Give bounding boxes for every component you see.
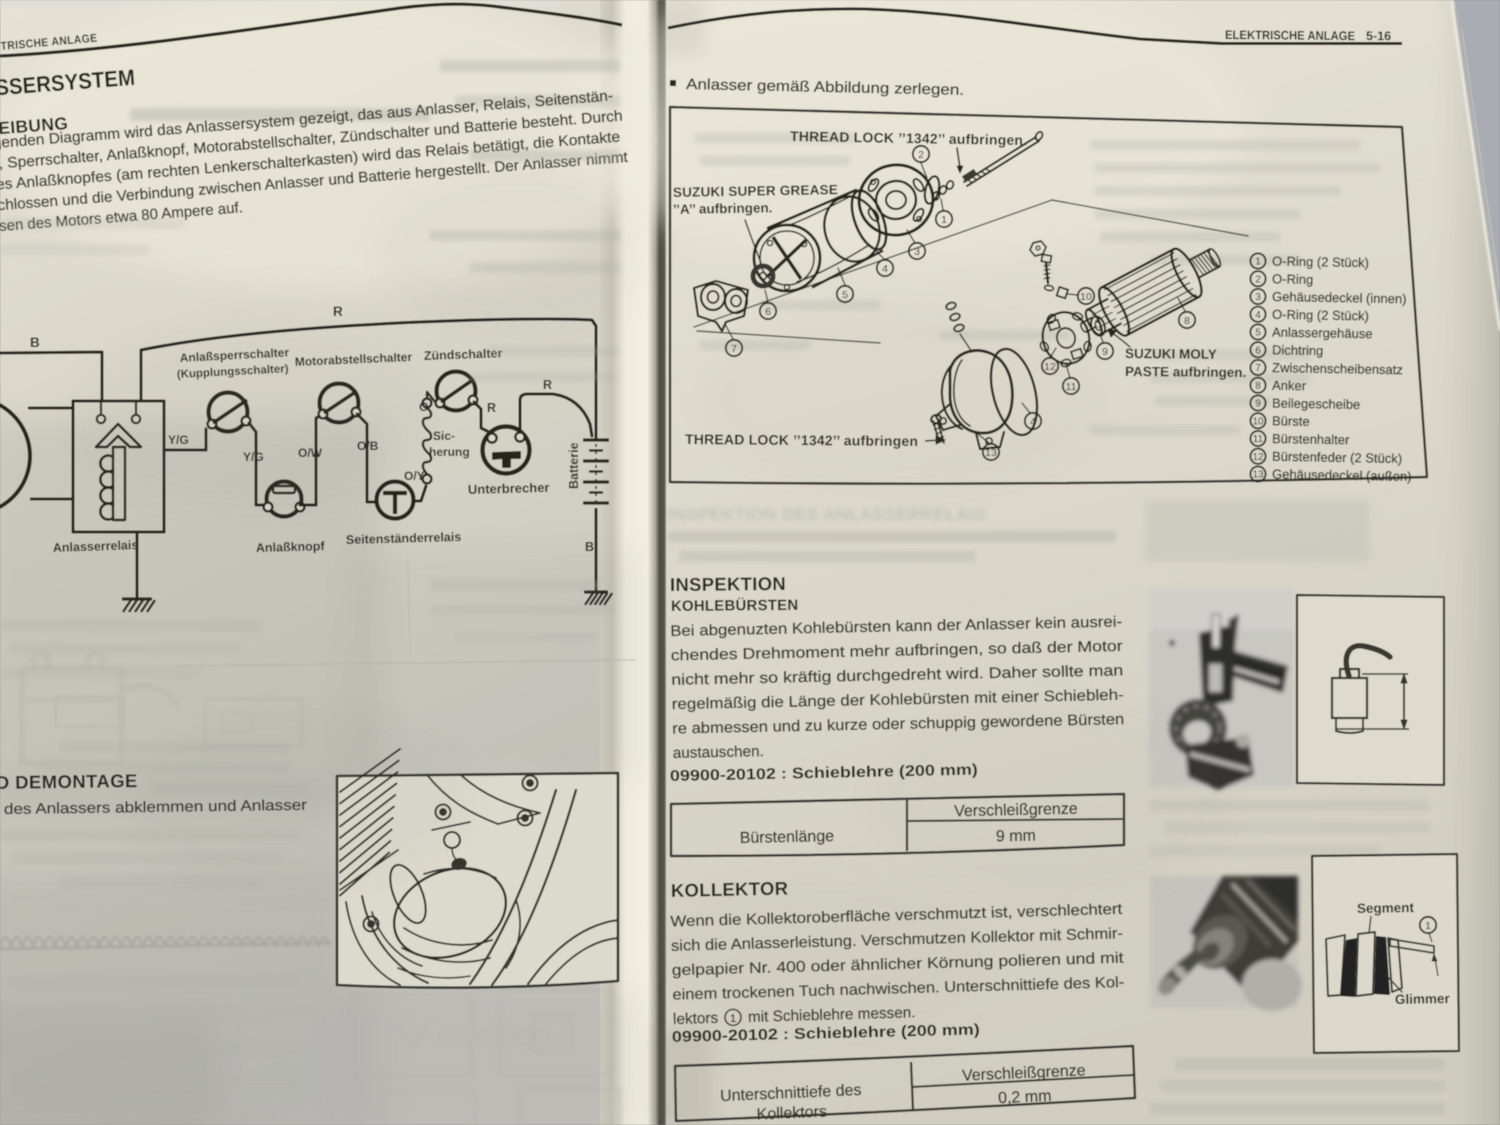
svg-text:PASTE aufbringen.: PASTE aufbringen. <box>1125 364 1246 380</box>
svg-text:1: 1 <box>730 1013 736 1025</box>
svg-text:4: 4 <box>1255 310 1261 321</box>
svg-text:Gehäusedeckel (außen): Gehäusedeckel (außen) <box>1272 467 1412 484</box>
svg-text:9: 9 <box>1102 346 1108 358</box>
svg-text:0,2 mm: 0,2 mm <box>998 1088 1052 1107</box>
svg-text:B: B <box>585 540 594 554</box>
svg-text:Zündschalter: Zündschalter <box>424 346 503 363</box>
svg-text:Kollektors: Kollektors <box>756 1103 827 1123</box>
svg-text:1: 1 <box>941 214 947 226</box>
svg-text:Unterbrecher: Unterbrecher <box>468 480 550 497</box>
svg-text:Anlassergehäuse: Anlassergehäuse <box>1272 325 1373 342</box>
svg-text:10: 10 <box>1080 291 1092 303</box>
svg-text:THREAD LOCK ’’1342’’ aufbringe: THREAD LOCK ’’1342’’ aufbringen. <box>790 128 1027 148</box>
svg-text:Anlasser gemäß Abbildung zerle: Anlasser gemäß Abbildung zerlegen. <box>686 76 964 99</box>
svg-text:D DEMONTAGE: D DEMONTAGE <box>0 770 138 793</box>
svg-text:2: 2 <box>918 149 924 161</box>
svg-text:8: 8 <box>1255 381 1261 392</box>
svg-text:10: 10 <box>1252 416 1264 427</box>
svg-text:3: 3 <box>914 246 920 258</box>
svg-text:Sic-: Sic- <box>433 429 455 443</box>
svg-text:Anlaßknopf: Anlaßknopf <box>256 539 326 555</box>
svg-text:B: B <box>30 335 40 350</box>
svg-text:herung: herung <box>429 445 470 459</box>
svg-text:INSPEKTION DES ANLASSERRELAIS: INSPEKTION DES ANLASSERRELAIS <box>668 505 986 524</box>
svg-text:Dichtring: Dichtring <box>1272 342 1324 358</box>
svg-text:INSPEKTION: INSPEKTION <box>670 573 786 595</box>
svg-text:Zwischenscheibensatz: Zwischenscheibensatz <box>1272 360 1403 377</box>
svg-text:’’A’’ aufbringen.: ’’A’’ aufbringen. <box>673 200 773 217</box>
svg-text:Beilegescheibe: Beilegescheibe <box>1272 396 1360 413</box>
svg-text:R: R <box>487 401 496 415</box>
svg-text:O-Ring: O-Ring <box>1272 271 1313 287</box>
svg-text:1: 1 <box>1425 920 1431 932</box>
svg-text:5-16: 5-16 <box>1366 29 1391 43</box>
svg-text:R: R <box>333 304 343 319</box>
svg-text:Segment: Segment <box>1357 900 1415 916</box>
svg-text:13: 13 <box>1252 470 1264 481</box>
svg-text:SUZUKI MOLY: SUZUKI MOLY <box>1125 346 1217 362</box>
svg-text:Verschleißgrenze: Verschleißgrenze <box>962 1062 1086 1084</box>
svg-text:Bürstenlänge: Bürstenlänge <box>740 828 835 847</box>
svg-text:Gehäusedeckel (innen): Gehäusedeckel (innen) <box>1272 289 1407 306</box>
svg-text:8: 8 <box>1184 315 1190 327</box>
svg-text:Bürste: Bürste <box>1272 413 1310 429</box>
svg-text:1: 1 <box>1255 257 1261 268</box>
svg-text:5: 5 <box>842 289 848 301</box>
svg-text:R: R <box>543 378 552 392</box>
svg-text:6: 6 <box>1255 345 1261 356</box>
svg-text:6: 6 <box>765 306 771 318</box>
svg-text:KOHLEBÜRSTEN: KOHLEBÜRSTEN <box>671 597 799 615</box>
svg-text:O/Y: O/Y <box>404 469 425 483</box>
svg-text:Anker: Anker <box>1272 378 1307 394</box>
svg-text:9: 9 <box>1255 399 1261 410</box>
svg-text:Bürstenfeder (2 Stück): Bürstenfeder (2 Stück) <box>1272 449 1402 466</box>
svg-text:Seitenständerrelais: Seitenständerrelais <box>346 530 462 547</box>
svg-text:Glimmer: Glimmer <box>1395 991 1451 1007</box>
svg-text:5: 5 <box>1255 328 1261 339</box>
svg-text:3: 3 <box>1255 292 1261 303</box>
svg-text:7: 7 <box>731 343 737 355</box>
svg-text:4: 4 <box>882 263 888 275</box>
svg-text:lektors: lektors <box>673 1010 719 1028</box>
svg-text:7: 7 <box>1255 363 1261 374</box>
svg-text:O-Ring (2 Stück): O-Ring (2 Stück) <box>1272 254 1369 271</box>
svg-text:ELEKTRISCHE ANLAGE: ELEKTRISCHE ANLAGE <box>1225 28 1355 43</box>
svg-text:12: 12 <box>1252 452 1264 463</box>
svg-text:SUZUKI SUPER GREASE: SUZUKI SUPER GREASE <box>673 182 838 200</box>
svg-text:2: 2 <box>1255 274 1261 285</box>
svg-text:Bürstenhalter: Bürstenhalter <box>1272 431 1350 447</box>
svg-text:Batterie: Batterie <box>567 442 581 489</box>
svg-text:O-Ring (2 Stück): O-Ring (2 Stück) <box>1272 307 1369 324</box>
svg-text:Anlasserrelais: Anlasserrelais <box>53 538 139 555</box>
svg-text:Unterschnittiefe des: Unterschnittiefe des <box>720 1082 862 1105</box>
svg-text:austauschen.: austauschen. <box>673 743 764 762</box>
svg-text:11: 11 <box>1253 434 1264 445</box>
